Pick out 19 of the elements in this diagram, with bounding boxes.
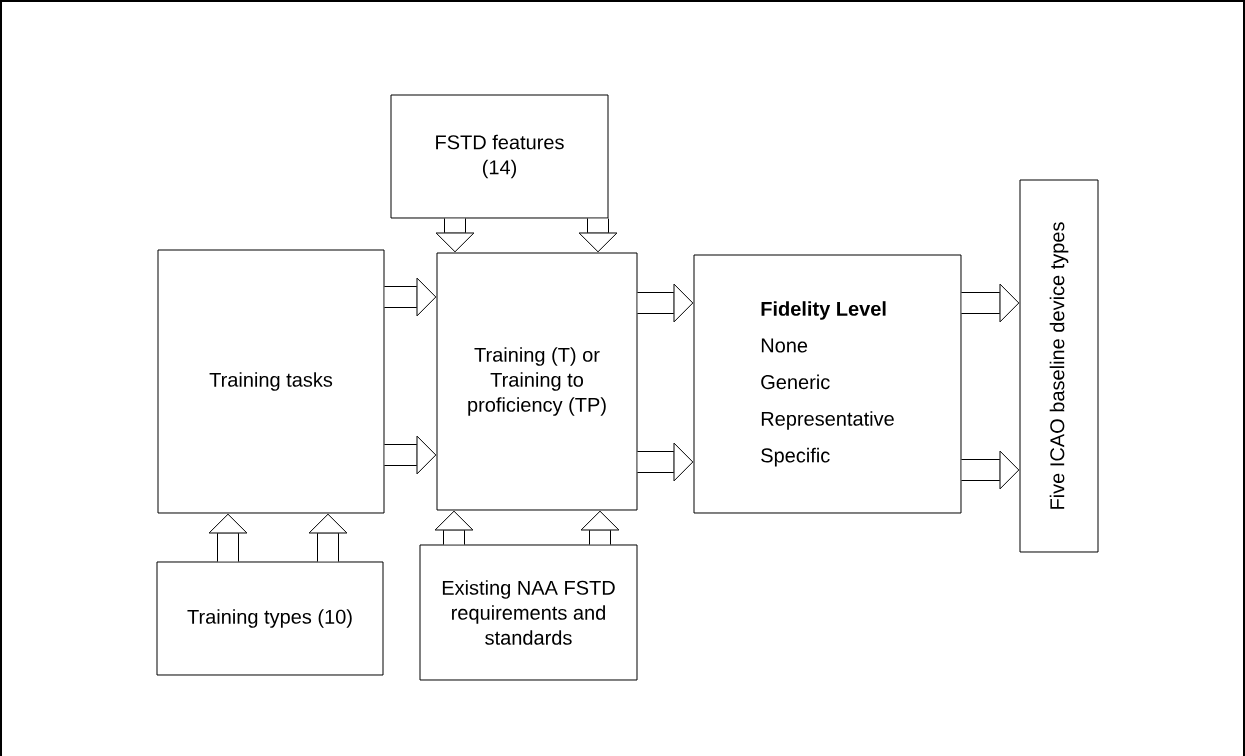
- block-arrow: [580, 510, 620, 545]
- fidelity-box: Fidelity Level None Generic Representative Specific: [693, 254, 962, 514]
- device-types-box: Five ICAO baseline device types: [1019, 179, 1099, 553]
- block-arrow: [434, 510, 474, 545]
- block-arrow: [435, 218, 475, 253]
- process-box: FSTD features (14): [390, 94, 609, 219]
- process-box: Training tasks: [157, 249, 385, 514]
- process-box: Existing NAA FSTD requirements and standards: [419, 544, 638, 681]
- block-arrow: [637, 283, 694, 323]
- process-box: Training (T) or Training to proficiency (TP): [436, 252, 638, 511]
- block-arrow: [961, 283, 1020, 323]
- block-arrow: [578, 218, 618, 253]
- block-arrow: [384, 435, 437, 475]
- block-arrow: [961, 450, 1020, 490]
- block-arrow: [637, 442, 694, 482]
- block-arrow: [308, 513, 348, 562]
- block-arrow: [384, 277, 437, 317]
- process-box: Training types (10): [156, 561, 384, 676]
- block-arrow: [208, 513, 248, 562]
